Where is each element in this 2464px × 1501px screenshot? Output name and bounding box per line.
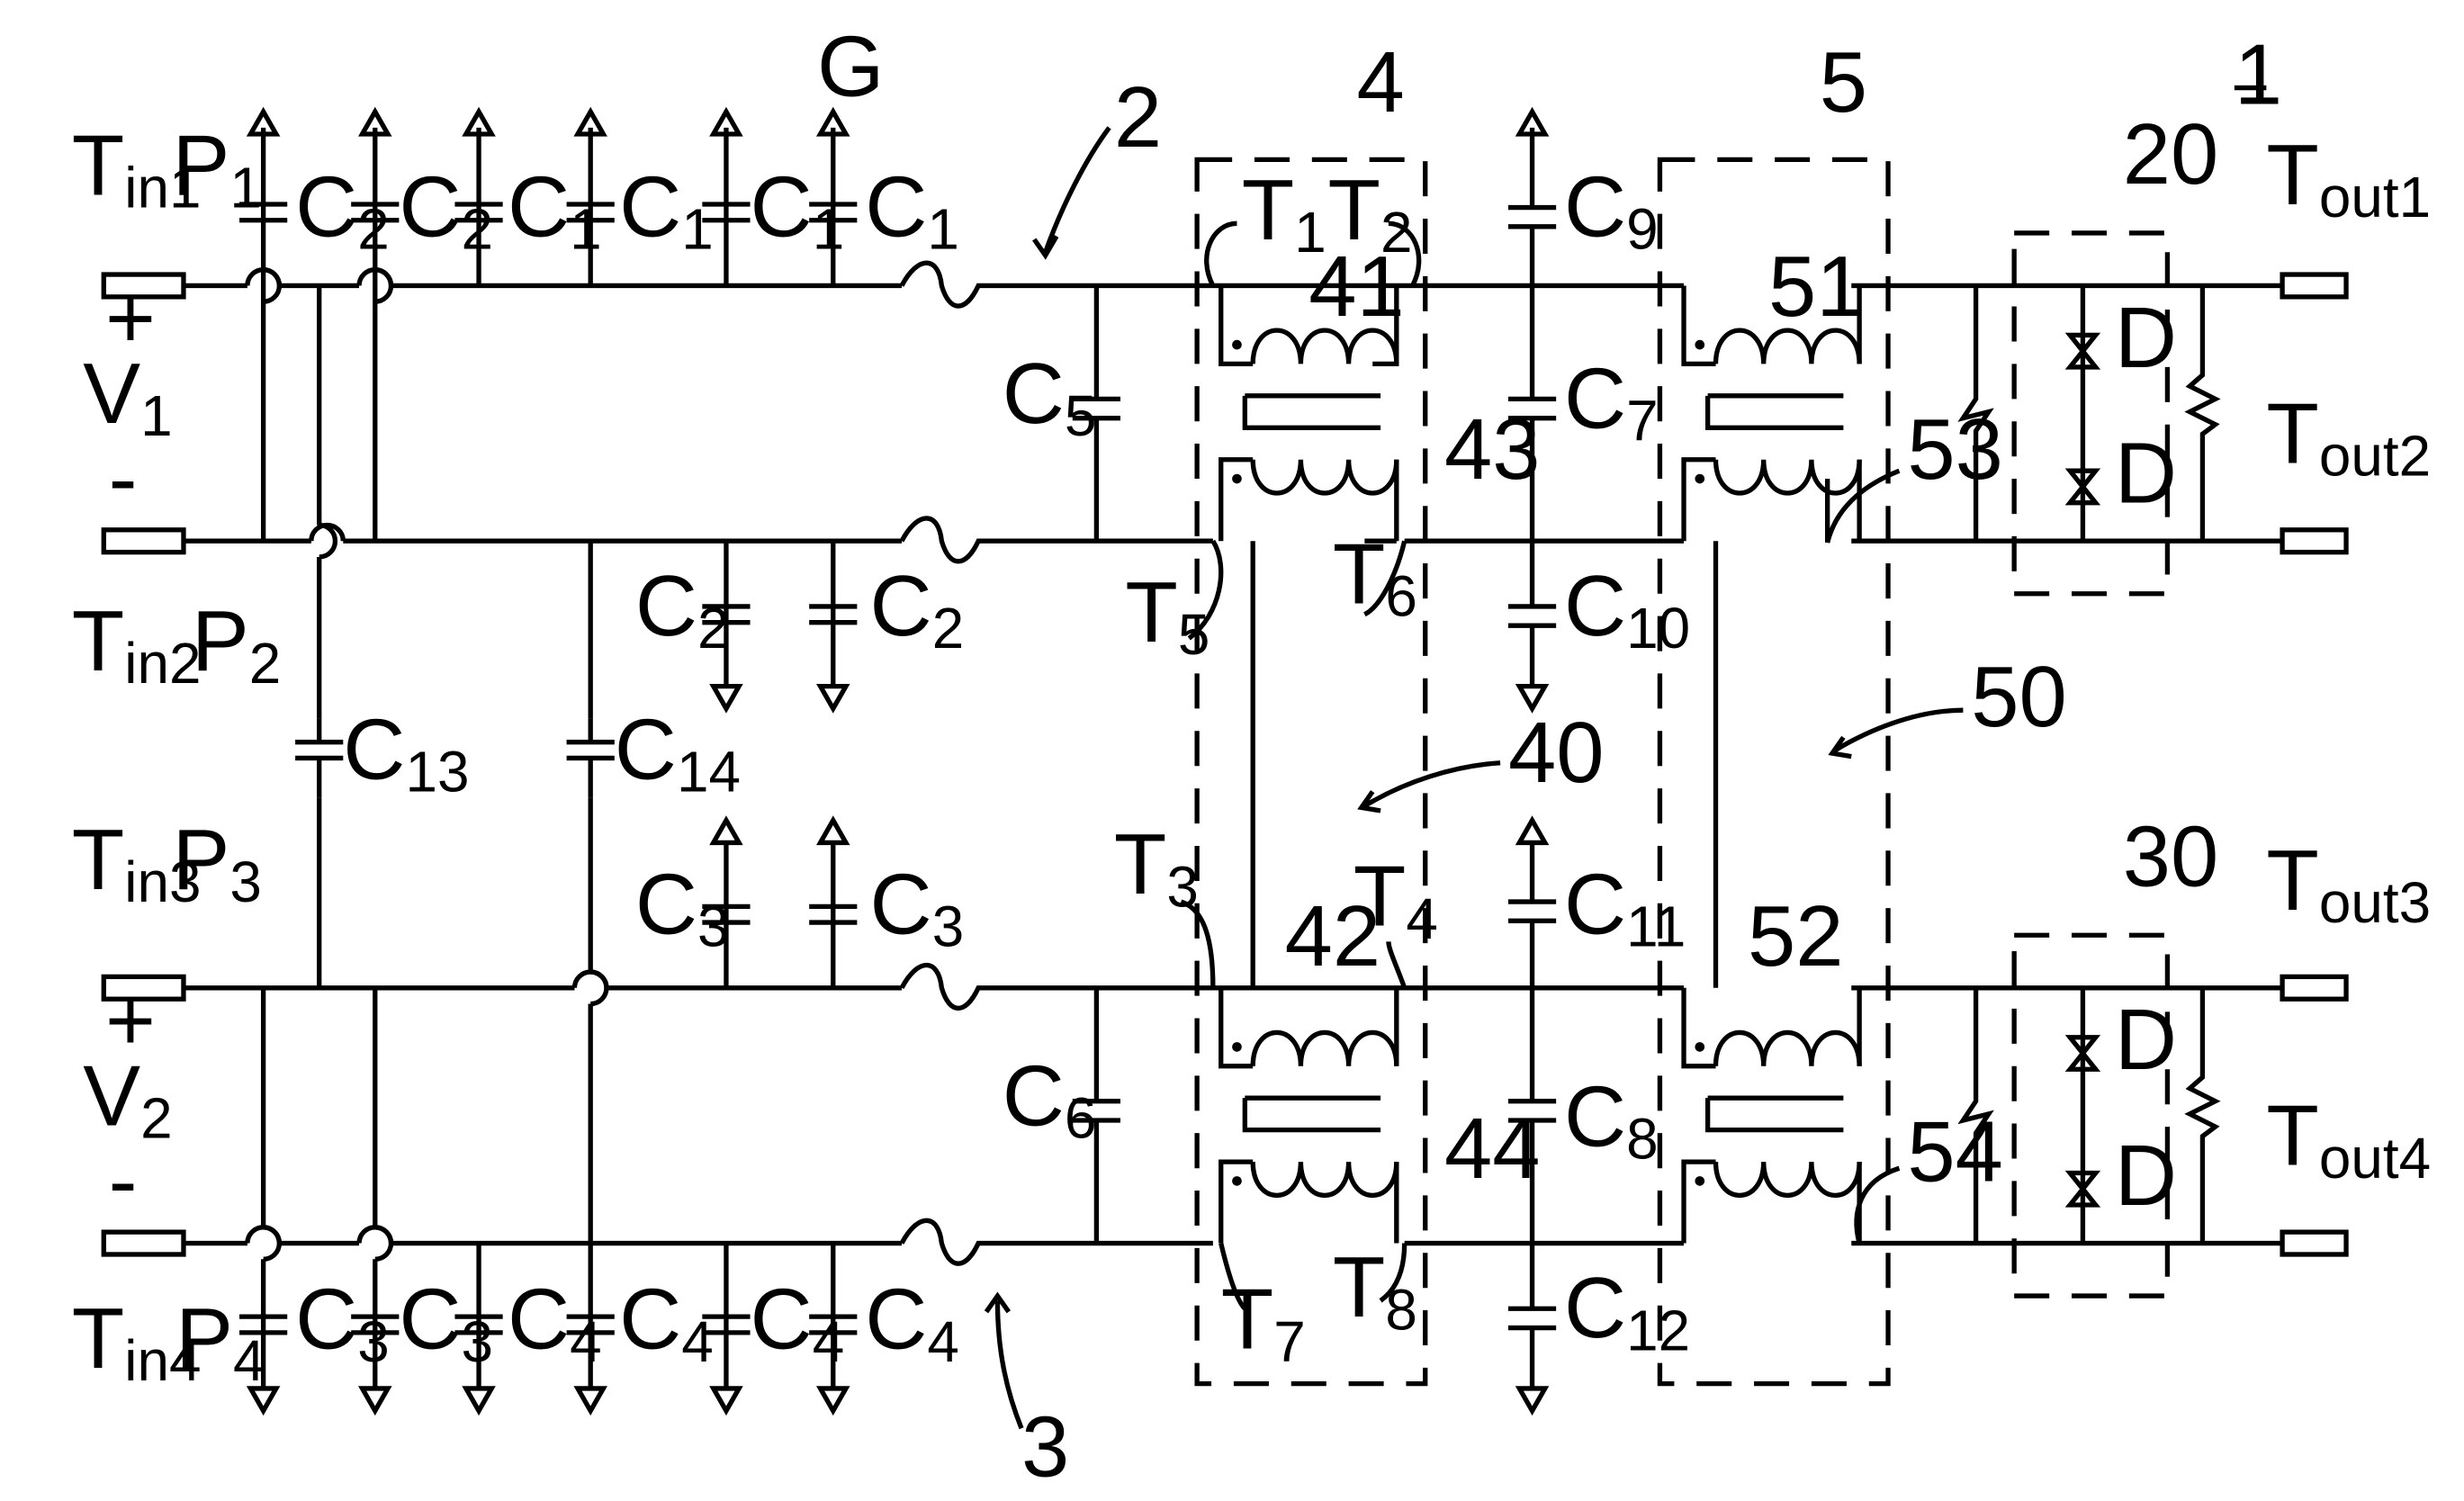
cap-c10: C10 bbox=[1564, 558, 1690, 661]
diode-label-2: D bbox=[2115, 426, 2177, 522]
ground-label: G bbox=[817, 18, 884, 114]
cap-bottom-5: C4 bbox=[751, 1272, 845, 1374]
cap-top-3: C1 bbox=[508, 158, 602, 261]
cap-mid-lower-1: C3 bbox=[635, 856, 730, 958]
v1-minus: - bbox=[109, 430, 138, 526]
terminal-tout3: Tout3 bbox=[2266, 832, 2431, 935]
point-p2: P2 bbox=[192, 593, 281, 696]
cap-top-4: C1 bbox=[619, 158, 714, 261]
cap-mid-upper-1: C2 bbox=[635, 558, 730, 661]
ref-3: 3 bbox=[1021, 1398, 1069, 1495]
diode-label-3: D bbox=[2115, 992, 2177, 1088]
ref-20: 20 bbox=[2123, 106, 2219, 202]
cap-c7: C7 bbox=[1564, 350, 1659, 453]
ref-30: 30 bbox=[2123, 808, 2219, 904]
cap-top-5: C1 bbox=[751, 158, 845, 261]
diode-label-1: D bbox=[2115, 290, 2177, 386]
terminal-tout4: Tout4 bbox=[2266, 1088, 2431, 1191]
terminal-tout2: Tout2 bbox=[2266, 385, 2431, 488]
ref-43: 43 bbox=[1444, 401, 1541, 498]
cap-mid-lower-2: C3 bbox=[870, 856, 965, 958]
ref-5: 5 bbox=[1820, 34, 1867, 130]
terminal-t3: T3 bbox=[1114, 816, 1199, 919]
cap-c12: C12 bbox=[1564, 1260, 1690, 1362]
cap-bottom-6: C4 bbox=[865, 1272, 959, 1374]
common-mode-choke-4 bbox=[1181, 159, 1425, 1383]
ref-41: 41 bbox=[1308, 238, 1405, 335]
cap-c14: C14 bbox=[615, 701, 741, 804]
cap-c5: C5 bbox=[1003, 346, 1097, 448]
diode-label-4: D bbox=[2115, 1128, 2177, 1224]
v2-minus: - bbox=[109, 1132, 138, 1228]
ref-50: 50 bbox=[1971, 649, 2067, 745]
cap-c8: C8 bbox=[1564, 1068, 1659, 1171]
point-p1: P1 bbox=[173, 117, 262, 220]
ref-40: 40 bbox=[1508, 705, 1605, 801]
cap-c9: C9 bbox=[1564, 158, 1659, 261]
cap-c6: C6 bbox=[1003, 1047, 1097, 1150]
point-p4: P4 bbox=[175, 1290, 265, 1393]
ref-52: 52 bbox=[1748, 888, 1844, 984]
leaders bbox=[986, 88, 2266, 1429]
cap-bottom-4: C4 bbox=[619, 1272, 714, 1374]
figure-number: 1 bbox=[2235, 26, 2282, 122]
cap-c13: C13 bbox=[343, 701, 469, 804]
ref-42: 42 bbox=[1285, 888, 1381, 984]
cap-mid-upper-2: C2 bbox=[870, 558, 965, 661]
terminal-tin2: Tin2 bbox=[72, 593, 202, 696]
point-p3: P3 bbox=[173, 812, 262, 914]
cap-top-6: C1 bbox=[865, 158, 959, 261]
cap-c11: C11 bbox=[1564, 856, 1686, 958]
ref-51: 51 bbox=[1768, 238, 1865, 335]
ref-2: 2 bbox=[1114, 69, 1162, 166]
terminal-t7: T7 bbox=[1221, 1272, 1306, 1374]
terminal-tout1: Tout1 bbox=[2266, 127, 2431, 229]
differential-choke-5 bbox=[1659, 159, 1888, 1383]
ref-44: 44 bbox=[1444, 1101, 1541, 1197]
ref-53: 53 bbox=[1907, 401, 2003, 498]
ref-4: 4 bbox=[1356, 34, 1404, 130]
ref-54: 54 bbox=[1907, 1103, 2003, 1200]
cap-bottom-3: C4 bbox=[508, 1272, 602, 1374]
